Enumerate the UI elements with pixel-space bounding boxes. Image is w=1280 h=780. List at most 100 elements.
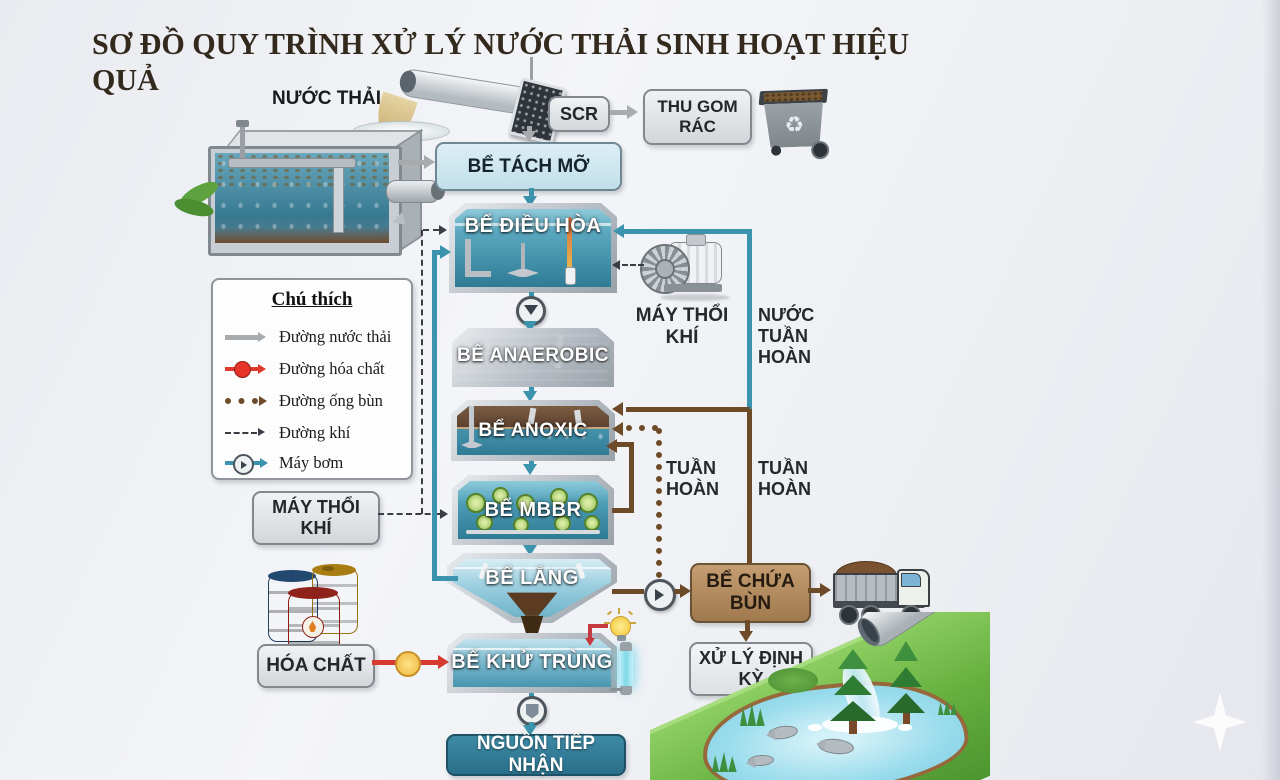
- sparkle-icon: [1193, 692, 1247, 752]
- level-sensor-icon: [567, 217, 572, 269]
- mbbr-loop-vertical: [629, 442, 634, 513]
- settling-tank: BỂ LẮNG: [447, 553, 617, 623]
- anoxic-tank: BỂ ANOXIC: [451, 400, 615, 461]
- arrowhead: [523, 391, 537, 402]
- flow-ana-down: [529, 387, 534, 392]
- legend-title: Chú thích: [271, 289, 353, 310]
- disinfection-tank: BỂ KHỬ TRÙNG: [447, 633, 617, 693]
- bush-icon: [768, 668, 818, 693]
- air-blower-top-icon: [640, 234, 730, 301]
- arrowhead: [440, 245, 451, 259]
- flow-anx-down: [529, 461, 534, 465]
- shield-icon: [517, 696, 547, 726]
- dosing-pump-icon: [395, 651, 421, 677]
- air-blower-bottom-label: MÁY THỔI KHÍ: [272, 497, 360, 538]
- air-blower-bottom-box: MÁY THỔI KHÍ: [252, 491, 380, 545]
- mbbr-label: BỂ MBBR: [484, 499, 582, 521]
- mbbr-tank: BỂ MBBR: [452, 475, 614, 545]
- recirculation-outer-label: TUẦN HOÀN: [758, 458, 811, 500]
- flow-grease-to-eq: [529, 188, 534, 197]
- legend-item-chemical: Đường hóa chất: [225, 356, 385, 382]
- pine-tree-icon: [830, 634, 876, 734]
- anoxic-label: BỂ ANOXIC: [478, 420, 588, 441]
- sludge-to-truck: [808, 588, 822, 593]
- sludge-dotted-vertical: [656, 428, 662, 578]
- arrowhead: [606, 439, 617, 453]
- uv-bulb-icon: [604, 608, 636, 642]
- legend-item-air: Đường khí: [225, 420, 350, 446]
- arrowhead: [523, 725, 537, 736]
- sludge-tank-label: BỂ CHỨA BÙN: [706, 571, 795, 614]
- arrowhead: [585, 638, 595, 646]
- scr-box: SCR: [548, 96, 610, 132]
- air-line-into-eq: [423, 229, 439, 231]
- sludge-outer-vertical: [747, 409, 752, 565]
- settling-label: BỂ LẮNG: [485, 567, 579, 589]
- grease-trap-box: BỂ TÁCH MỠ: [435, 142, 622, 191]
- grease-trap-illustration: [172, 120, 445, 266]
- receiving-source-label: NGUỒN TIẾP NHẬN: [476, 733, 596, 776]
- legend-box: Chú thích Đường nước thải Đường hóa chất…: [211, 278, 413, 480]
- recirc-left-top: [432, 250, 441, 255]
- recirc-water-horizontal: [624, 229, 752, 234]
- sludge-main-line-b: [674, 589, 682, 594]
- air-line-blower-eq: [622, 264, 644, 266]
- arrowhead: [523, 196, 537, 207]
- trash-bin-icon: ♻: [757, 81, 831, 160]
- sludge-outer-horizontal: [626, 407, 750, 412]
- equalization-tank: BỂ ĐIỀU HÒA: [449, 203, 617, 293]
- chemical-barrels-icon: [262, 560, 372, 654]
- flow-scr-to-trash: [610, 110, 628, 115]
- grease-trap-label: BỂ TÁCH MỠ: [467, 155, 590, 177]
- chemical-line-bulb-h: [588, 624, 608, 628]
- sludge-tank-box: BỂ CHỨA BÙN: [690, 563, 811, 623]
- chemicals-label: HÓA CHẤT: [266, 655, 366, 677]
- clean-river-scene: [650, 612, 990, 780]
- uv-lamp-icon: [618, 642, 634, 695]
- air-blower-top-label: MÁY THỔI KHÍ: [635, 305, 729, 349]
- screen-support: [530, 57, 533, 84]
- arrowhead: [680, 584, 691, 598]
- arrowhead: [523, 545, 537, 556]
- equalization-label: BỂ ĐIỀU HÒA: [464, 215, 602, 237]
- arrowhead: [612, 422, 623, 436]
- legend-item-wastewater: Đường nước thải: [225, 324, 391, 350]
- arrowhead: [612, 260, 620, 270]
- flow-to-receiving: [529, 722, 534, 726]
- scr-label: SCR: [559, 103, 598, 124]
- trash-collection-box: THU GOM RÁC: [643, 89, 752, 145]
- uv-connector: [610, 688, 622, 691]
- arrowhead: [739, 631, 753, 642]
- recirc-left-vertical: [432, 250, 437, 580]
- recirculation-inner-label: TUẦN HOÀN: [666, 458, 719, 500]
- mbbr-loop-top: [617, 442, 631, 447]
- disinfection-label: BỂ KHỬ TRÙNG: [451, 651, 613, 673]
- sludge-to-periodic: [745, 620, 750, 632]
- legend-item-pump: Máy bơm: [225, 450, 343, 476]
- arrowhead: [627, 105, 638, 119]
- right-edge-shade: [1262, 0, 1280, 780]
- arrowhead: [439, 225, 447, 235]
- wastewater-label: NƯỚC THẢI: [272, 88, 382, 109]
- arrowhead: [523, 321, 537, 332]
- sludge-pump-icon: [644, 579, 676, 611]
- arrowhead: [613, 224, 624, 238]
- arrowhead: [522, 131, 536, 142]
- pine-tree-icon: [886, 626, 926, 724]
- arrowhead: [424, 155, 435, 169]
- flow-trap-to-grease: [398, 160, 426, 165]
- sludge-dotted-horizontal: [626, 425, 658, 431]
- flow-eq-down: [529, 292, 534, 298]
- page-title: SƠ ĐỒ QUY TRÌNH XỬ LÝ NƯỚC THẢI SINH HOẠ…: [92, 26, 910, 97]
- chemicals-box: HÓA CHẤT: [257, 644, 375, 688]
- recirc-water-vertical: [747, 229, 752, 413]
- anaerobic-tank: BỂ ANAEROBIC: [452, 328, 614, 387]
- recirc-left-bottom: [432, 576, 458, 581]
- anaerobic-label: BỂ ANAEROBIC: [456, 345, 610, 366]
- arrowhead: [440, 509, 448, 519]
- recycle-icon: ♻: [783, 112, 805, 138]
- air-line-left-vertical: [421, 230, 423, 514]
- arrowhead: [612, 402, 623, 416]
- flow-screen-down: [527, 126, 532, 132]
